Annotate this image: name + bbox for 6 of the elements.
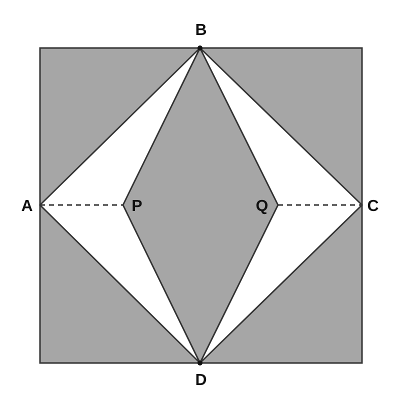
point-label: B [195, 23, 207, 39]
point-label: C [367, 199, 379, 215]
point-label: Q [256, 199, 268, 215]
point-label: A [21, 199, 33, 215]
point-label: P [132, 199, 142, 215]
point-label: D [195, 373, 207, 389]
